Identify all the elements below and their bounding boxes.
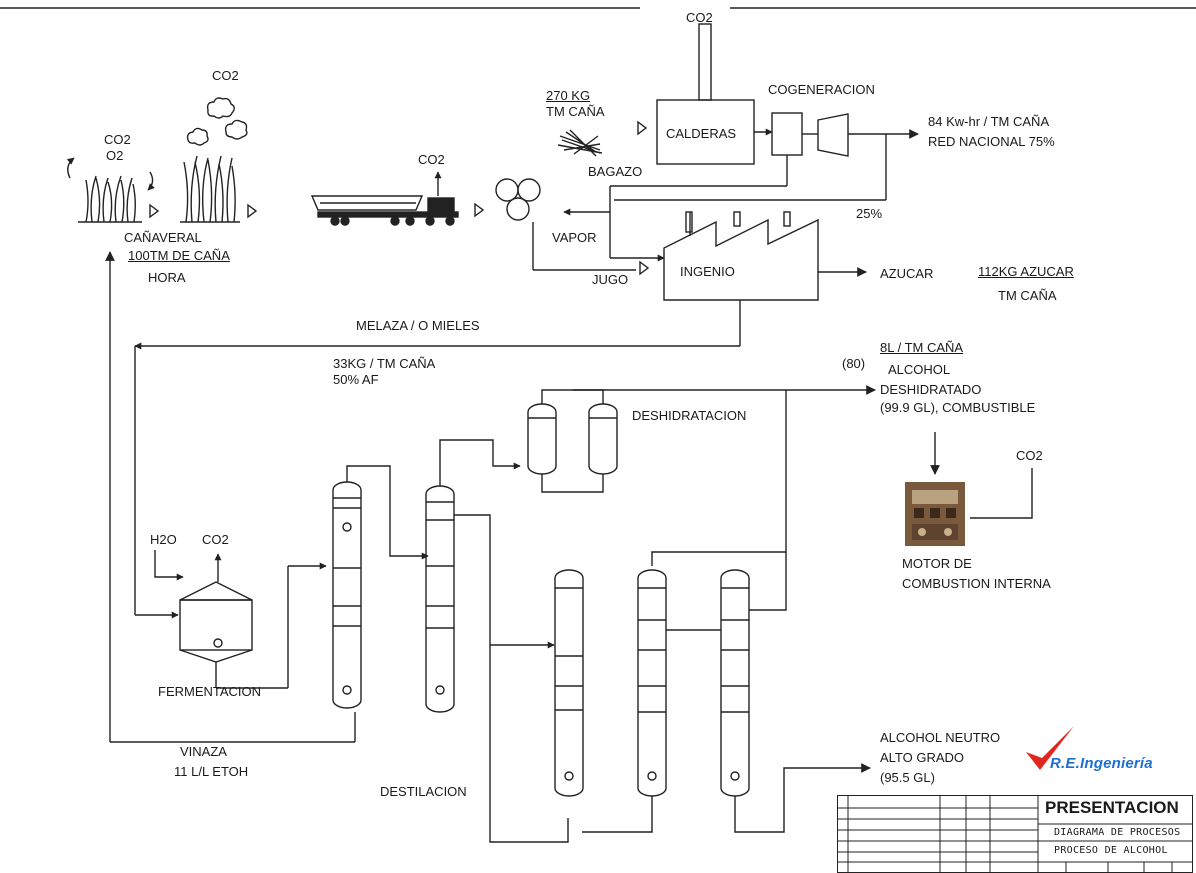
flow-arrow-1 <box>150 205 158 217</box>
distillation-column-1 <box>333 482 361 708</box>
flow-arrow-5 <box>640 262 648 274</box>
label-hora: HORA <box>148 270 186 286</box>
label-vinaza-rate: 11 L/L ETOH <box>174 764 248 780</box>
company-logo-text: R.E.Ingeniería <box>1050 755 1153 772</box>
label-alcohol-rate: 8L / TM CAÑA <box>880 340 963 356</box>
flow-arrow-3 <box>475 204 483 216</box>
label-bagazo-per: TM CAÑA <box>546 104 605 120</box>
label-calderas: CALDERAS <box>666 126 736 142</box>
label-destilacion: DESTILACION <box>380 784 467 800</box>
label-h2o: H2O <box>150 532 177 548</box>
label-alcohol: ALCOHOL <box>888 362 950 378</box>
label-vinaza: VINAZA <box>180 744 227 760</box>
label-fermentacion: FERMENTACION <box>158 684 261 700</box>
label-vapor: VAPOR <box>552 230 597 246</box>
sugarcane-field-right <box>180 98 247 222</box>
label-red-nacional: RED NACIONAL 75% <box>928 134 1055 150</box>
label-ingenio: INGENIO <box>680 264 735 280</box>
dehydration-vessels <box>528 404 617 474</box>
label-melaza-rate: 33KG / TM CAÑA <box>333 356 435 372</box>
label-canaveral: CAÑAVERAL <box>124 230 202 246</box>
label-co2-motor: CO2 <box>1016 448 1043 464</box>
label-eighty: (80) <box>842 356 865 372</box>
label-gl999: (99.9 GL), COMBUSTIBLE <box>880 400 1035 416</box>
label-co2-ferm: CO2 <box>202 532 229 548</box>
bagasse-icon <box>558 130 602 156</box>
label-co2-truck: CO2 <box>418 152 445 168</box>
flow-arrow-4 <box>638 122 646 134</box>
label-co2-chimney: CO2 <box>686 10 713 26</box>
label-deshidratacion: DESHIDRATACION <box>632 408 746 424</box>
chimney <box>699 24 711 100</box>
title-block-title: PRESENTACION <box>1045 798 1179 818</box>
label-alcohol-neutro-1: ALCOHOL NEUTRO <box>880 730 1000 746</box>
label-co2-field-left: CO2 <box>104 132 131 148</box>
label-25pct: 25% <box>856 206 882 222</box>
distillation-column-2 <box>426 486 454 712</box>
label-power-rate: 84 Kw-hr / TM CAÑA <box>928 114 1049 130</box>
label-cogeneracion: COGENERACION <box>768 82 875 98</box>
label-field-rate: 100TM DE CAÑA <box>128 248 230 264</box>
label-azucar-rate: 112KG AZUCAR <box>978 264 1074 280</box>
engine-icon <box>905 482 965 546</box>
label-bagazo: BAGAZO <box>588 164 642 180</box>
distillation-column-4 <box>638 570 666 796</box>
label-alcohol-neutro-2: ALTO GRADO <box>880 750 964 766</box>
sugar-factory-ingenio <box>664 212 818 300</box>
label-melaza-af: 50% AF <box>333 372 379 388</box>
label-co2-field-right: CO2 <box>212 68 239 84</box>
turbine-icon <box>818 114 848 156</box>
label-melaza: MELAZA / O MIELES <box>356 318 480 334</box>
sugarcane-field-left <box>68 158 153 222</box>
label-jugo: JUGO <box>592 272 628 288</box>
distillation-column-5 <box>721 570 749 796</box>
label-motor-1: MOTOR DE <box>902 556 972 572</box>
distillation-column-3 <box>555 570 583 796</box>
truck-icon <box>312 172 458 225</box>
fermentation-tank <box>180 582 252 662</box>
label-alcohol-neutro-3: (95.5 GL) <box>880 770 935 786</box>
label-azucar: AZUCAR <box>880 266 933 282</box>
sugar-mill-rollers <box>496 179 540 220</box>
label-o2-field-left: O2 <box>106 148 123 164</box>
title-block-subtitle-1: DIAGRAMA DE PROCESOS <box>1054 827 1180 838</box>
label-bagazo-amount: 270 KG <box>546 88 590 104</box>
cogeneration-box <box>772 113 802 155</box>
label-motor-2: COMBUSTION INTERNA <box>902 576 1051 592</box>
flow-arrow-2 <box>248 205 256 217</box>
label-azucar-per: TM CAÑA <box>998 288 1057 304</box>
title-block-subtitle-2: PROCESO DE ALCOHOL <box>1054 845 1168 856</box>
label-deshidratado: DESHIDRATADO <box>880 382 981 398</box>
